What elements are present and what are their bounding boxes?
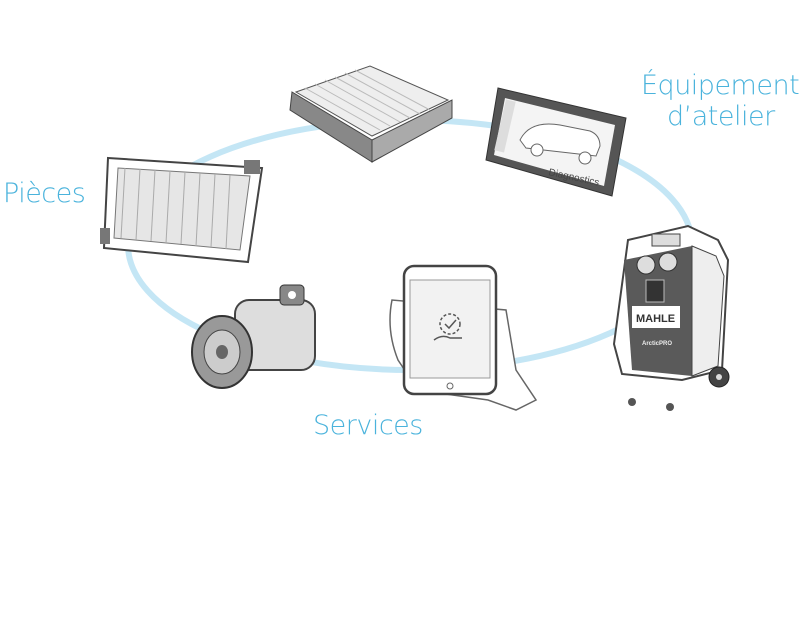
cabin-filter-image [289, 64, 453, 163]
label-services: Services [313, 410, 423, 441]
label-equipment-line1: Équipement [641, 70, 800, 101]
ac-service-machine-image: MAHLE ArcticPRO [612, 224, 730, 411]
radiator-image [100, 156, 264, 264]
label-equipment-line2: d’atelier [667, 101, 775, 132]
mahle-brand-text: MAHLE [636, 313, 675, 325]
diagnostics-tablet-image: Diagnostics [485, 87, 627, 197]
label-parts: Pièces [3, 178, 86, 209]
services-tablet-image [389, 264, 538, 411]
compressor-image [191, 284, 316, 389]
arcticpro-text: ArcticPRO [642, 341, 672, 347]
